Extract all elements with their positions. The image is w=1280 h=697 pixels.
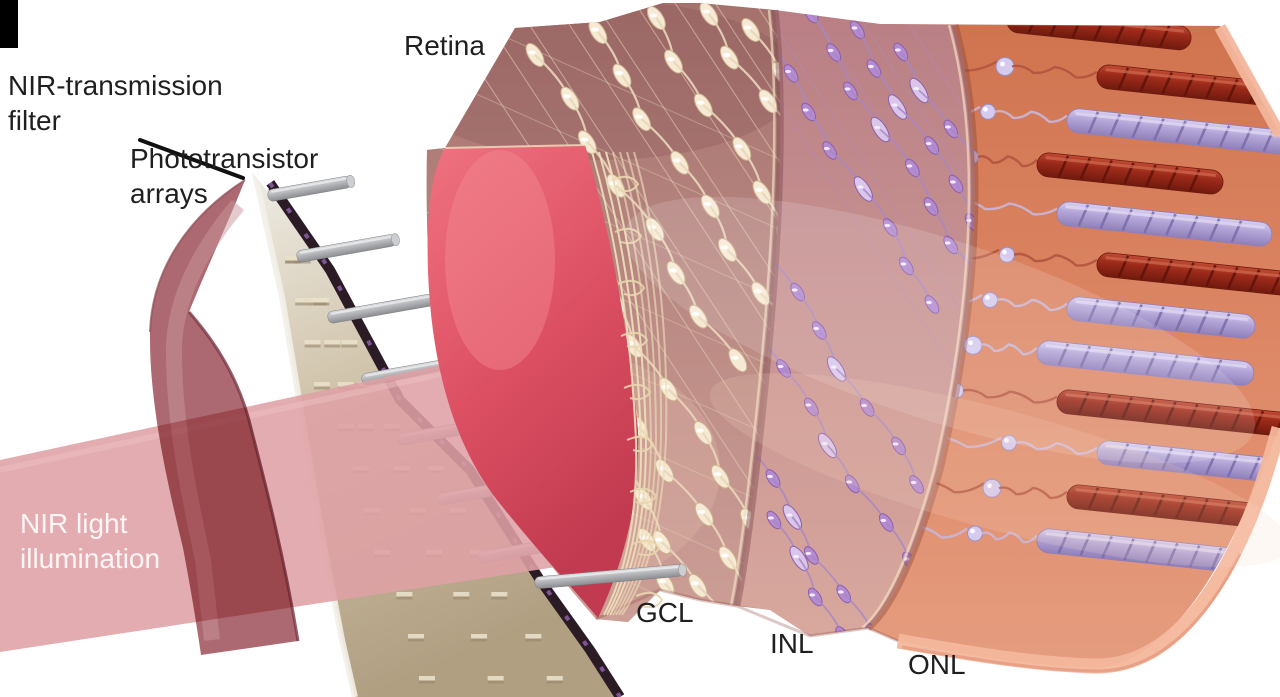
- pin: [296, 233, 400, 263]
- nir-transmission-filter: [149, 179, 300, 655]
- retina-label: Retina: [404, 30, 485, 61]
- pin: [534, 563, 687, 589]
- onl-band: [868, 24, 1280, 674]
- front-pin: [534, 563, 687, 589]
- inl-layer-label: INL: [770, 628, 814, 659]
- retina-cup: [427, 144, 668, 618]
- nir-light-illumination-label: NIR light illumination: [20, 508, 161, 574]
- layer-boundaries: [595, 9, 979, 643]
- phototransistor-arrays-label: Phototransistor arrays: [130, 143, 319, 209]
- panel-label-mark: [0, 0, 18, 48]
- annotation-marks: [0, 0, 245, 180]
- gcl-layer-label: GCL: [636, 597, 694, 628]
- nir-filter-label: NIR-transmission filter: [8, 70, 223, 136]
- onl-layer-label: ONL: [908, 649, 966, 680]
- sheen-highlights: [624, 196, 1280, 567]
- pin: [267, 175, 356, 202]
